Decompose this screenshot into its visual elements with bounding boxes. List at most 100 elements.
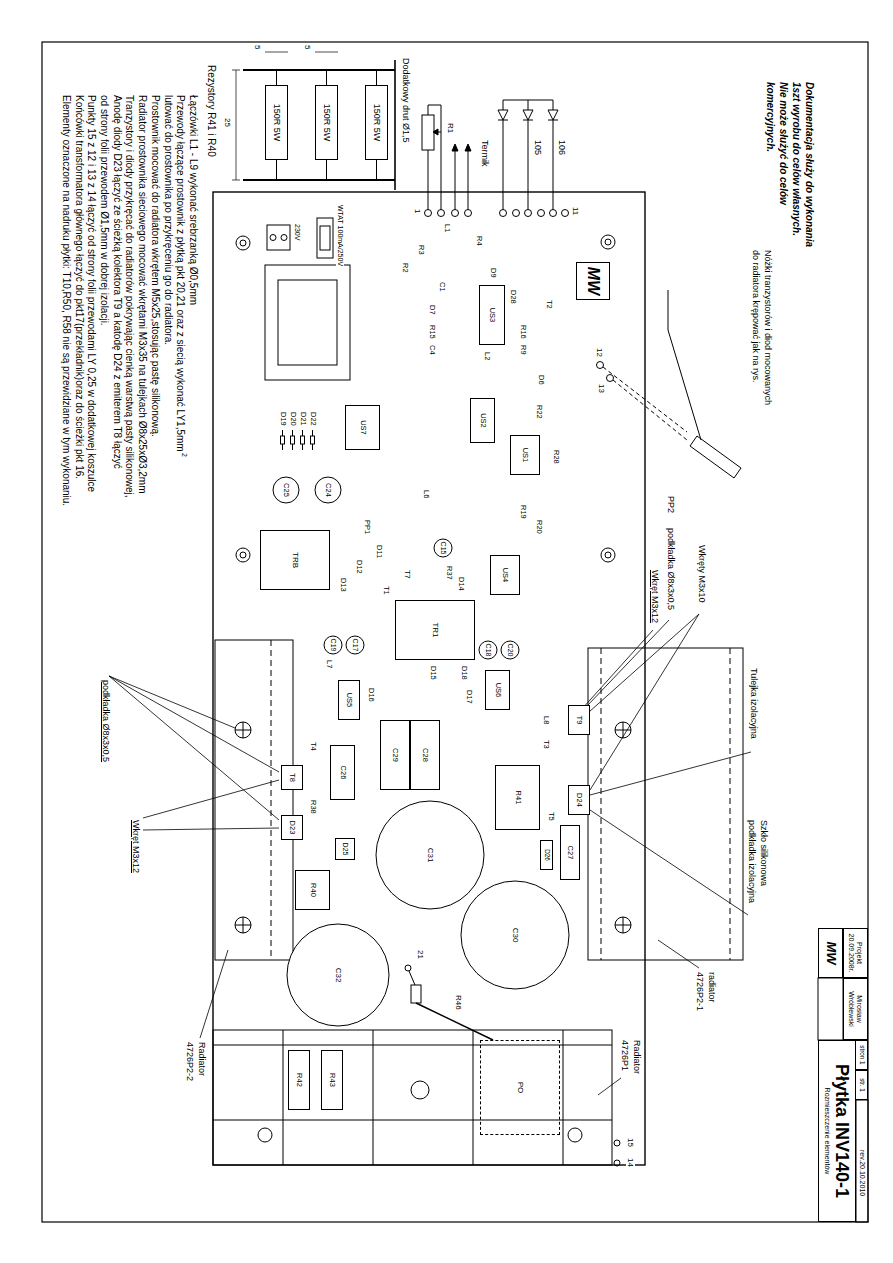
assembly-note: Końcówki transformatora głównego łączyć …: [73, 95, 85, 479]
potentiometer-symbol: [428, 105, 441, 210]
heatsink-bottom: [213, 1120, 612, 1121]
callout-label: 4726P1: [620, 1040, 630, 1071]
heatsink-bottom: [258, 1128, 272, 1142]
diode-symbol: [503, 100, 504, 110]
component-label: L8: [541, 716, 550, 724]
heatsink-bottom: [568, 1128, 582, 1142]
connection-point: [538, 210, 545, 217]
heatsink-left: [235, 722, 251, 738]
title-block-grid: [818, 978, 843, 1040]
fuse-symbol: [317, 218, 333, 258]
heatsink-bottom: [213, 1030, 612, 1165]
component-label: T7: [402, 570, 411, 579]
component-label: R15: [427, 325, 436, 339]
potentiometer-symbol: [428, 150, 429, 210]
resistor-mounting-detail: [232, 70, 240, 71]
point-number: 11: [571, 207, 580, 215]
diode-symbol: [528, 100, 529, 110]
resistor-mounting-detail: [236, 70, 237, 180]
callout-label: 4726P2-2: [185, 1042, 195, 1081]
mains-connector: [267, 225, 290, 250]
connection-point: [452, 210, 459, 217]
component-label: D15: [428, 666, 437, 680]
transistor-leg-detail: [603, 367, 687, 432]
capacitor-box: C27: [560, 825, 580, 880]
resistor-mounting-detail: [326, 160, 327, 180]
part-name: TR1: [431, 622, 440, 637]
drawing-line: [42, 42, 868, 1222]
connection-point: [550, 210, 557, 217]
warning-note: Dokumentacja służy do wykonania: [804, 82, 816, 247]
leader-line: [598, 1078, 621, 1095]
logo-box: MW: [576, 262, 610, 300]
callout-note: Nóżki tranzystorów i diod mocowanych: [763, 250, 773, 405]
callout-label: Wkręt M3x12: [650, 570, 660, 623]
thermistor-wires: [452, 144, 458, 151]
diode-marks: [311, 436, 315, 444]
part-name: TRB: [291, 552, 300, 568]
potentiometer-symbol: [422, 115, 434, 150]
part-subtext: 20.09.2008r.: [848, 934, 856, 973]
component-label: R1: [446, 123, 455, 133]
leader-line: [581, 630, 653, 710]
callout-label: radiator: [707, 972, 717, 1003]
component-label: 230V: [293, 224, 301, 240]
connection-point: [513, 210, 520, 217]
main-transformer: [265, 265, 350, 380]
diode-marks: [282, 430, 283, 450]
connection-point: [525, 210, 532, 217]
assembly-note: od strony folii przewodem Ø1,5mm w dobre…: [99, 95, 111, 326]
assembly-note: Anodę diody D23 łączyć ze ścieżką kolekt…: [111, 95, 123, 469]
leader-line: [109, 676, 235, 728]
capacitor-outline: [461, 881, 569, 989]
component-label: R38: [308, 800, 317, 814]
potentiometer-symbol: [422, 105, 441, 210]
component-label: C19: [329, 639, 337, 652]
resistor-r46: [411, 985, 421, 1003]
diode-symbol: [503, 120, 504, 210]
diode-symbol: [523, 110, 533, 120]
diode-symbol: [553, 100, 554, 110]
superscript: 2: [180, 453, 188, 457]
capacitor-circle: C31: [375, 800, 485, 910]
point-number: 21: [416, 950, 425, 959]
mounting-hole: [240, 552, 246, 558]
pcb-outline: [213, 192, 645, 1165]
capacitor-box: C28: [410, 720, 440, 790]
assembly-note: Przewody łączące prostownik z płytką pkt…: [175, 95, 187, 452]
mounting-hole: [240, 240, 246, 246]
pcb-outline: [213, 192, 645, 1165]
part-name: str. 1: [859, 1078, 866, 1092]
part-name: 150R 5W: [372, 104, 382, 142]
part-name: D24: [575, 793, 583, 807]
callout-label: Tulejka izolacyjna: [749, 668, 759, 739]
diode-body: D25: [335, 838, 355, 860]
component-label: D14: [456, 577, 465, 591]
mounting-hole: [601, 235, 615, 249]
part-name: MW: [584, 267, 602, 295]
resistor-mounting-detail: [276, 160, 277, 180]
component-label: L1: [442, 224, 451, 232]
leader-line: [589, 614, 699, 712]
component-label: C25: [282, 483, 291, 497]
diode-symbol: [548, 110, 558, 120]
potentiometer-symbol: [433, 129, 438, 135]
part-name: MW: [823, 941, 837, 964]
ic-package: US1: [510, 435, 540, 475]
part-name: PO: [516, 1082, 525, 1094]
part-name: US4: [501, 568, 509, 583]
diode-tab: D23: [281, 815, 303, 840]
mains-connector: [270, 235, 276, 241]
resistor-body: 150R 5W: [265, 85, 288, 160]
resistor-mounting-detail: [394, 60, 396, 190]
heatsink-bottom: [563, 1030, 564, 1165]
part-name: C26: [338, 766, 346, 780]
diode-symbol: [498, 110, 508, 120]
heatsink-left: [215, 640, 293, 960]
title-cell: Mirosław Wróblewski: [843, 978, 868, 1040]
ic-package: US2: [470, 398, 495, 443]
sheet-frame: [42, 42, 868, 1222]
component-label: T5: [546, 812, 555, 821]
